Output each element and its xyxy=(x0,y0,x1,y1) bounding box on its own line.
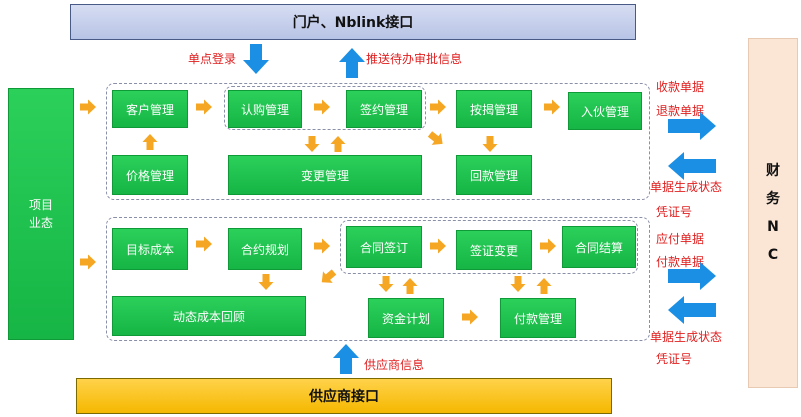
doc-status-label-2: 单据生成状态 xyxy=(650,330,723,344)
arrow-single-login-down xyxy=(243,44,269,74)
contract-planning-box: 合约规划 xyxy=(228,228,302,270)
project-format-box: 项目 业态 xyxy=(8,88,74,340)
push-approval-label: 推送待办审批信息 xyxy=(366,52,463,66)
doc-status-label-1: 单据生成状态 xyxy=(650,180,723,194)
single-login-label: 单点登录 xyxy=(188,52,237,66)
payment-doc-label: 付款单据 xyxy=(656,255,705,269)
cost-group-frame xyxy=(106,217,650,341)
arrow-payment-to-contract-up xyxy=(536,278,552,294)
finance-nc-bar: 财 务 N C xyxy=(748,38,798,388)
supplier-info-label: 供应商信息 xyxy=(364,358,425,372)
customer-management-box: 客户管理 xyxy=(112,90,188,128)
arrow-subscription-to-signing xyxy=(314,99,330,115)
arrow-push-approval-up xyxy=(339,48,365,78)
project-format-line1: 项目 xyxy=(28,198,53,212)
arrow-project-to-customer xyxy=(80,99,96,115)
arrow-customer-to-subscription xyxy=(196,99,212,115)
change-management-label: 变更管理 xyxy=(300,168,349,183)
arrow-contract-to-payment-down xyxy=(510,276,526,292)
contract-group-frame xyxy=(340,220,638,274)
arrow-supplier-info-up xyxy=(333,344,359,374)
contract-settlement-box: 合同结算 xyxy=(562,226,636,268)
mortgage-management-label: 按揭管理 xyxy=(469,102,518,117)
arrow-finance-status-back-2 xyxy=(668,296,716,324)
arrow-payable-to-finance xyxy=(668,262,716,290)
arrow-mortgage-to-movein xyxy=(544,99,560,115)
movein-management-label: 入伙管理 xyxy=(580,104,629,119)
voucher-label-1: 凭证号 xyxy=(656,205,693,219)
arrow-receipt-to-finance xyxy=(668,112,716,140)
arrow-signing-to-visa xyxy=(430,238,446,254)
finance-char-3: N xyxy=(767,219,779,235)
mortgage-management-box: 按揭管理 xyxy=(456,90,532,128)
arrow-contract-to-fund-down xyxy=(378,276,394,292)
visa-change-label: 签证变更 xyxy=(469,243,518,258)
contract-signing-label: 合同签订 xyxy=(359,240,408,255)
change-management-box: 变更管理 xyxy=(228,155,422,195)
arrow-price-to-customer xyxy=(142,134,158,150)
portal-interface-title: 门户、Nblink接口 xyxy=(292,15,414,31)
payment-management-label: 付款管理 xyxy=(513,311,562,326)
visa-change-box: 签证变更 xyxy=(456,230,532,270)
subscription-management-box: 认购管理 xyxy=(228,90,302,128)
arrow-planning-to-signing xyxy=(314,238,330,254)
fund-planning-label: 资金计划 xyxy=(381,311,430,326)
sales-group-frame xyxy=(106,83,650,200)
payment-management-box: 付款管理 xyxy=(500,298,576,338)
finance-char-4: C xyxy=(767,247,779,263)
portal-interface-bar: 门户、Nblink接口 xyxy=(70,4,636,40)
contract-signing-box: 合同签订 xyxy=(346,226,422,268)
arrow-visa-to-settlement xyxy=(540,238,556,254)
signing-management-box: 签约管理 xyxy=(346,90,422,128)
arrow-target-to-planning xyxy=(196,236,212,252)
arrow-signing-to-payback xyxy=(425,128,448,150)
receipt-doc-label: 收款单据 xyxy=(656,80,705,94)
movein-management-box: 入伙管理 xyxy=(568,92,642,130)
project-format-line2: 业态 xyxy=(28,216,53,230)
arrow-subscription-to-change xyxy=(304,136,320,152)
voucher-label-2: 凭证号 xyxy=(656,352,693,366)
contract-planning-label: 合约规划 xyxy=(240,242,289,257)
arrow-contract-to-dynamic xyxy=(316,266,339,289)
subscription-signing-frame xyxy=(224,86,426,130)
arrow-signing-to-mortgage xyxy=(430,99,446,115)
customer-management-label: 客户管理 xyxy=(125,102,174,117)
arrow-finance-status-back-1 xyxy=(668,152,716,180)
dynamic-cost-review-box: 动态成本回顾 xyxy=(112,296,306,336)
arrow-fund-to-contract-up xyxy=(402,278,418,294)
subscription-management-label: 认购管理 xyxy=(240,102,289,117)
signing-management-label: 签约管理 xyxy=(359,102,408,117)
payback-management-label: 回款管理 xyxy=(469,168,518,183)
target-cost-label: 目标成本 xyxy=(125,242,174,257)
target-cost-box: 目标成本 xyxy=(112,228,188,270)
price-management-label: 价格管理 xyxy=(125,168,174,183)
price-management-box: 价格管理 xyxy=(112,155,188,195)
arrow-mortgage-to-payback xyxy=(482,136,498,152)
arrow-project-to-target-cost xyxy=(80,254,96,270)
payback-management-box: 回款管理 xyxy=(456,155,532,195)
arrow-planning-to-dynamic xyxy=(258,274,274,290)
dynamic-cost-review-label: 动态成本回顾 xyxy=(172,309,245,324)
payable-doc-label: 应付单据 xyxy=(656,232,705,246)
fund-planning-box: 资金计划 xyxy=(368,298,444,338)
supplier-interface-title: 供应商接口 xyxy=(309,389,379,405)
contract-settlement-label: 合同结算 xyxy=(574,240,623,255)
finance-char-1: 财 xyxy=(766,163,780,179)
arrow-change-to-signing xyxy=(330,136,346,152)
finance-char-2: 务 xyxy=(766,191,780,207)
arrow-fund-to-payment xyxy=(462,309,478,325)
supplier-interface-bar: 供应商接口 xyxy=(76,378,612,414)
refund-doc-label: 退款单据 xyxy=(656,104,705,118)
